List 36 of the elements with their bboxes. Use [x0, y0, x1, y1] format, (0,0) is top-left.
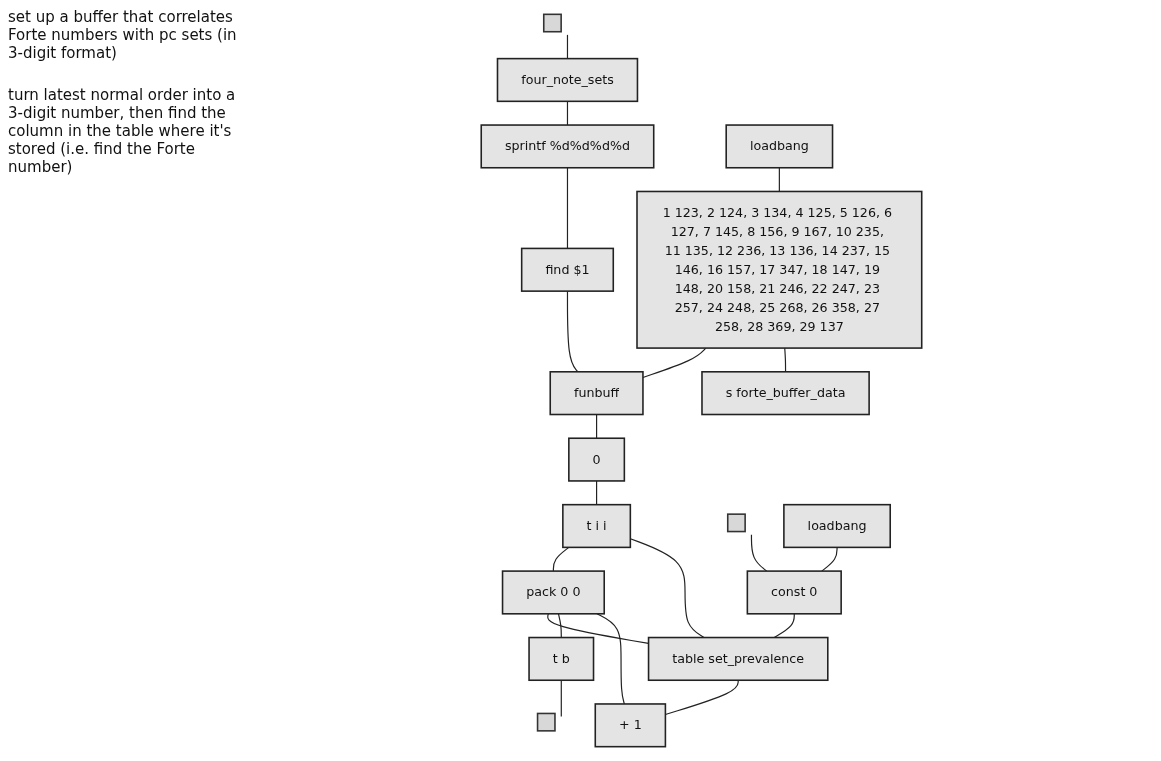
node-box: loadbang — [725, 124, 834, 169]
connector — [596, 613, 625, 705]
connector — [560, 679, 562, 718]
connector — [552, 546, 570, 572]
node-box: t i i — [562, 503, 632, 549]
node-box: 1 123, 2 124, 3 134, 4 125, 5 126, 6 127, 7 145, 8 156, 9 167, 10 235, 11 135, 12 236, 13 136, 14 237, 15 146, 16 157, 17 347, 18 147, 19 148, 20 158, 21 246, 22 247, 23 257, 24 248, 25 268, 26 358, 27 258, 28 369, 29 137 — [636, 190, 923, 349]
node-box: find $1 — [520, 247, 615, 292]
node-box: table set_prevalence — [647, 636, 829, 682]
connector — [566, 34, 569, 60]
node-box — [543, 13, 562, 33]
connector — [773, 613, 795, 639]
connector — [596, 413, 598, 439]
comment-text: set up a buffer that correlates Forte numbers with pc sets (in 3-digit format) — [8, 8, 238, 62]
node-box — [726, 513, 746, 533]
node-box: + 1 — [594, 703, 667, 748]
node-box: t b — [528, 636, 595, 682]
comment-text: turn latest normal order into a 3-digit number, then find the column in the table where it's stored (i.e. find the Forte number) — [8, 86, 237, 176]
connector — [566, 100, 569, 126]
connector — [750, 534, 768, 572]
connector — [566, 290, 579, 373]
connector — [642, 347, 707, 379]
connector — [821, 546, 838, 572]
connector — [778, 167, 780, 193]
node-box: sprintf %d%d%d%d — [480, 124, 655, 169]
connector — [557, 613, 562, 639]
node-box: 0 — [568, 437, 626, 482]
node-box: funbuff — [549, 371, 644, 416]
connector — [784, 347, 787, 373]
node-box: const 0 — [746, 570, 842, 615]
connector — [566, 167, 569, 249]
node-box: loadbang — [783, 503, 892, 549]
node-box — [536, 712, 556, 732]
node-box: four_note_sets — [496, 57, 639, 103]
connector — [596, 480, 598, 506]
node-box: s forte_buffer_data — [701, 371, 870, 416]
node-box: pack 0 0 — [501, 570, 605, 615]
